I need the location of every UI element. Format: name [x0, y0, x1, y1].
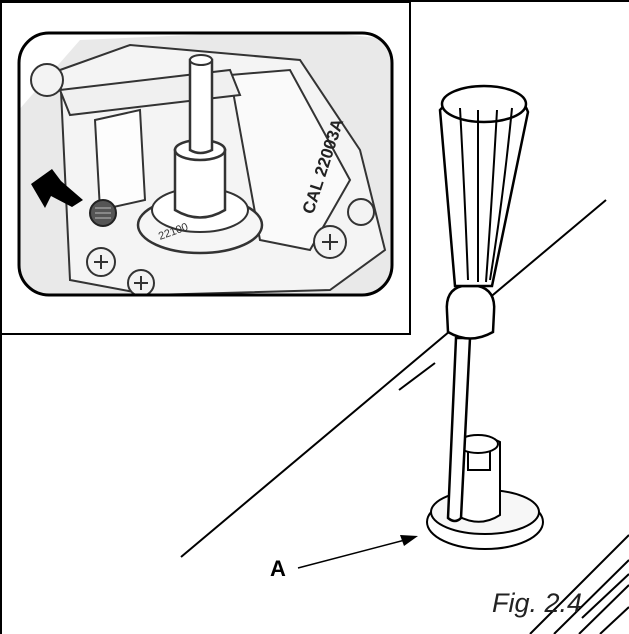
panel-knob: [426, 434, 544, 550]
figure-caption: Fig. 2.4: [492, 588, 583, 618]
panel-lines: [180, 199, 629, 634]
arrow-icon: [31, 169, 83, 208]
inset-valve-detail: CAL 22003A 22100: [19, 33, 392, 295]
screwdriver: [438, 84, 530, 523]
callout-leader: [297, 535, 418, 569]
callout-a-label: A: [270, 556, 286, 581]
